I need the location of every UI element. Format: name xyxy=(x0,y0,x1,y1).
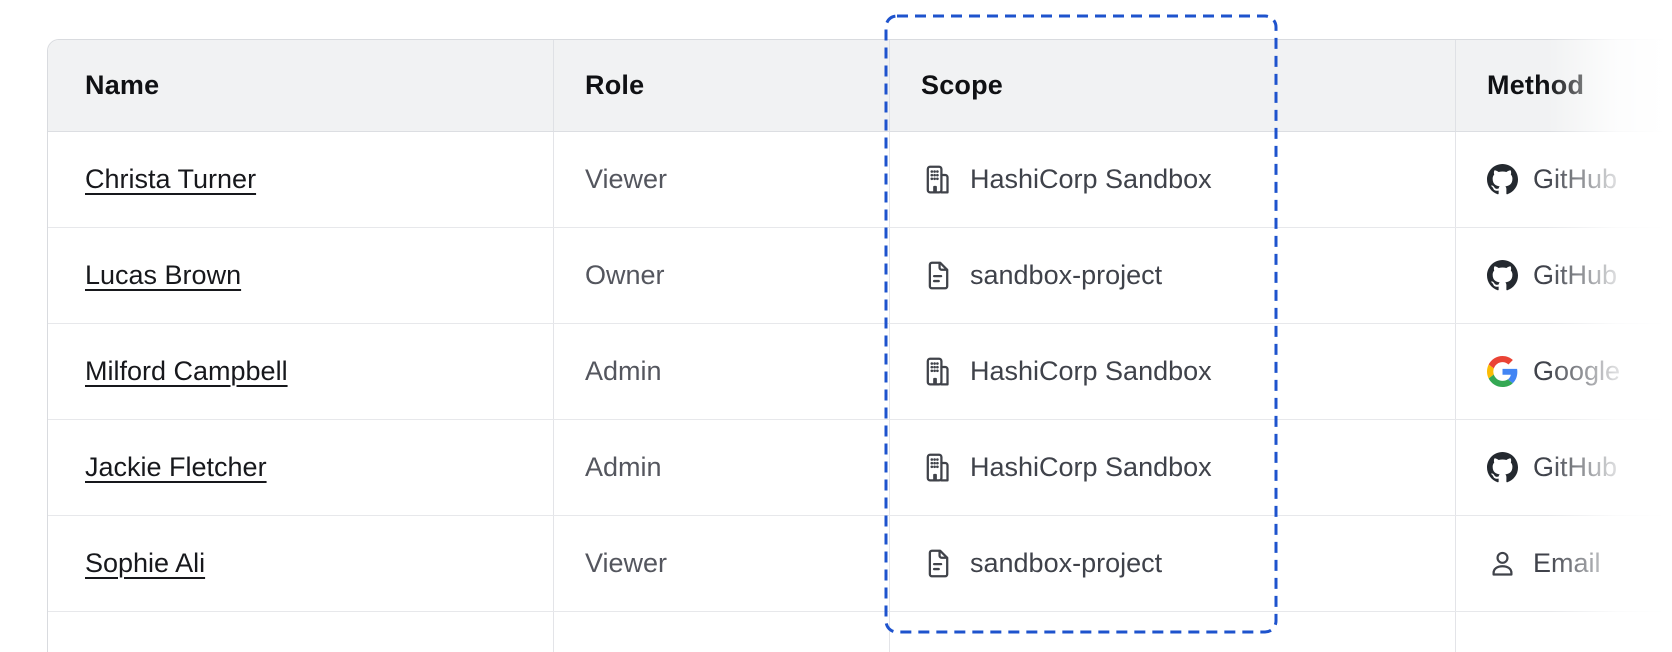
method-label: GitHub xyxy=(1533,260,1618,290)
github-icon xyxy=(1487,260,1518,291)
scope-cell: HashiCorp Sandbox xyxy=(890,420,1456,515)
role-cell-text: Owner xyxy=(585,260,665,290)
scope-cell: sandbox-project xyxy=(890,516,1456,611)
column-header-name: Name xyxy=(48,40,554,131)
table-row: Lucas Brown Owner sandbox-project GitHub xyxy=(48,228,1672,324)
role-cell: Owner xyxy=(554,228,890,323)
table-row-partial xyxy=(48,612,1672,652)
column-header-name-label: Name xyxy=(85,70,160,100)
github-icon xyxy=(1487,452,1518,483)
github-icon xyxy=(1487,164,1518,195)
role-cell-text: Viewer xyxy=(585,164,668,194)
method-cell: Google xyxy=(1456,324,1672,419)
method-cell: GitHub xyxy=(1456,132,1672,227)
role-cell-text: Admin xyxy=(585,452,662,482)
scope-cell xyxy=(890,612,1456,652)
name-cell: Jackie Fletcher xyxy=(48,420,554,515)
scope-cell: sandbox-project xyxy=(890,228,1456,323)
table-row: Milford Campbell Admin HashiCorp Sandbox… xyxy=(48,324,1672,420)
role-cell-text: Admin xyxy=(585,356,662,386)
role-cell: Viewer xyxy=(554,132,890,227)
name-cell: Lucas Brown xyxy=(48,228,554,323)
scope-label: sandbox-project xyxy=(970,548,1163,578)
method-label: Google xyxy=(1533,356,1621,386)
method-label: GitHub xyxy=(1533,164,1618,194)
method-cell: GitHub xyxy=(1456,420,1672,515)
column-header-scope-label: Scope xyxy=(921,70,1004,100)
name-link[interactable]: Jackie Fletcher xyxy=(85,452,267,482)
name-cell: Milford Campbell xyxy=(48,324,554,419)
name-link[interactable]: Sophie Ali xyxy=(85,548,206,578)
organization-icon xyxy=(921,355,954,388)
name-cell: Christa Turner xyxy=(48,132,554,227)
column-header-method: Method xyxy=(1456,40,1672,131)
table-header-row: Name Role Scope Method xyxy=(48,40,1672,132)
members-table: Name Role Scope Method Christa Turner Vi… xyxy=(47,39,1672,652)
scope-cell: HashiCorp Sandbox xyxy=(890,132,1456,227)
scope-label: sandbox-project xyxy=(970,260,1163,290)
scope-label: HashiCorp Sandbox xyxy=(970,164,1212,194)
table-row: Jackie Fletcher Admin HashiCorp Sandbox … xyxy=(48,420,1672,516)
method-label: GitHub xyxy=(1533,452,1618,482)
file-icon xyxy=(921,259,954,292)
method-cell xyxy=(1456,612,1672,652)
column-header-role-label: Role xyxy=(585,70,645,100)
name-cell: Sophie Ali xyxy=(48,516,554,611)
table-row: Christa Turner Viewer HashiCorp Sandbox … xyxy=(48,132,1672,228)
table-body: Christa Turner Viewer HashiCorp Sandbox … xyxy=(48,132,1672,612)
person-icon xyxy=(1487,548,1518,579)
name-link[interactable]: Christa Turner xyxy=(85,164,257,194)
file-icon xyxy=(921,547,954,580)
role-cell: Viewer xyxy=(554,516,890,611)
name-cell xyxy=(48,612,554,652)
method-label: Email xyxy=(1533,548,1601,578)
name-link[interactable]: Milford Campbell xyxy=(85,356,288,386)
method-cell: Email xyxy=(1456,516,1672,611)
method-cell: GitHub xyxy=(1456,228,1672,323)
organization-icon xyxy=(921,163,954,196)
role-cell: Admin xyxy=(554,324,890,419)
organization-icon xyxy=(921,451,954,484)
column-header-scope: Scope xyxy=(890,40,1456,131)
role-cell-text: Viewer xyxy=(585,548,668,578)
scope-label: HashiCorp Sandbox xyxy=(970,452,1212,482)
google-icon xyxy=(1487,356,1518,387)
scope-label: HashiCorp Sandbox xyxy=(970,356,1212,386)
column-header-method-label: Method xyxy=(1487,70,1585,100)
role-cell xyxy=(554,612,890,652)
scope-cell: HashiCorp Sandbox xyxy=(890,324,1456,419)
name-link[interactable]: Lucas Brown xyxy=(85,260,242,290)
table-row: Sophie Ali Viewer sandbox-project Email xyxy=(48,516,1672,612)
role-cell: Admin xyxy=(554,420,890,515)
column-header-role: Role xyxy=(554,40,890,131)
